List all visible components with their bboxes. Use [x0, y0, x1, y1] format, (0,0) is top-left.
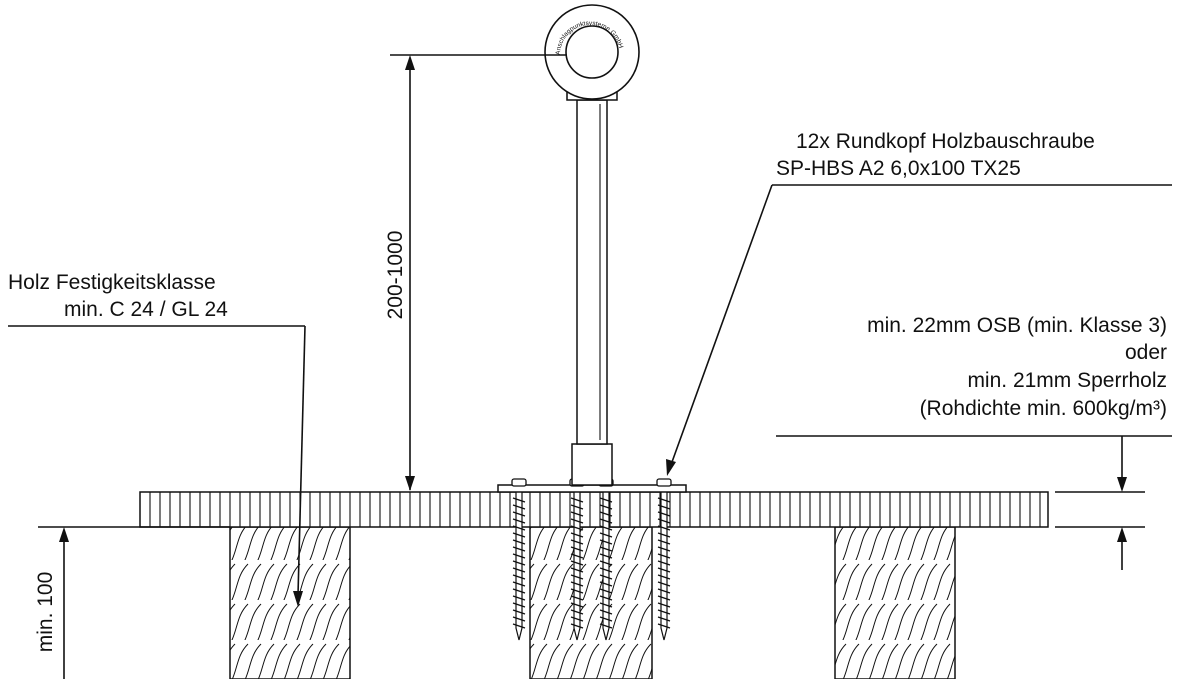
timber-beam-right: [834, 526, 956, 679]
timber-beam-center: [529, 526, 653, 679]
eye-ring: Anschlagpunktsysteme GmbH: [544, 4, 640, 100]
board-thickness-dimension: [776, 435, 1172, 570]
board-label-line4: (Rohdichte min. 600kg/m³): [920, 397, 1167, 420]
screw-callout: 12x Rundkopf Holzbauschraube SP-HBS A2 6…: [666, 130, 1172, 476]
height-dimension: 200-1000: [384, 54, 567, 491]
timber-beam-left: [229, 526, 351, 679]
beam-height-dimension: min. 100: [34, 526, 230, 679]
wood-class-label-line2: min. C 24 / GL 24: [64, 298, 228, 321]
board-spec-callout: min. 22mm OSB (min. Klasse 3) oder min. …: [867, 314, 1167, 420]
timber-beams: [229, 526, 956, 679]
screw: [599, 492, 613, 641]
screw: [657, 492, 671, 641]
board-label-line1: min. 22mm OSB (min. Klasse 3): [867, 314, 1167, 337]
osb-board: [139, 491, 1049, 528]
screws: [512, 492, 671, 641]
board-label-line3: min. 21mm Sperrholz: [967, 369, 1167, 392]
anchor-post: [566, 85, 618, 486]
wood-class-label-line1: Holz Festigkeitsklasse: [8, 271, 216, 294]
board-label-line2: oder: [1125, 341, 1167, 364]
screw-label-line1: 12x Rundkopf Holzbauschraube: [796, 130, 1095, 153]
height-dimension-label: 200-1000: [384, 231, 407, 320]
beam-dimension-label: min. 100: [34, 572, 57, 653]
screw: [512, 492, 526, 641]
screw-label-line2: SP-HBS A2 6,0x100 TX25: [776, 157, 1021, 180]
screw: [570, 492, 584, 641]
wood-class-callout: Holz Festigkeitsklasse min. C 24 / GL 24: [8, 271, 306, 607]
